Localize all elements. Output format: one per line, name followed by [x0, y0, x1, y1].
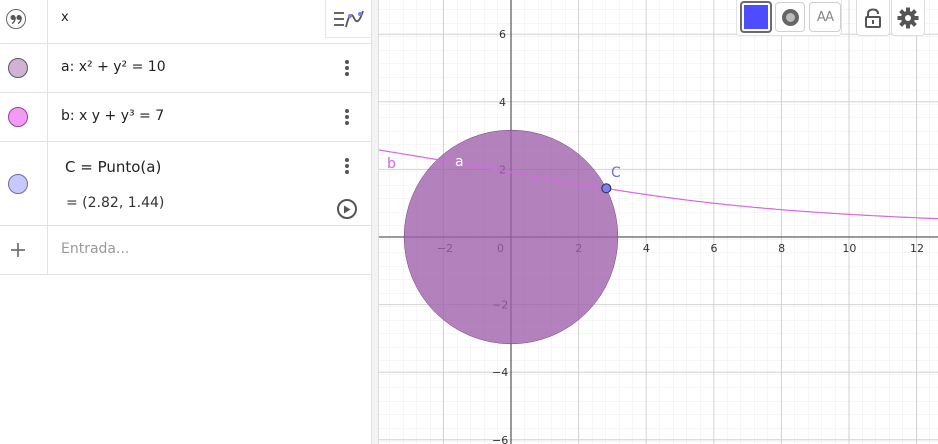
graphics-canvas[interactable]: −2024681012642−2−4−6 a b C: [379, 0, 938, 444]
color-button[interactable]: [740, 1, 772, 33]
point-c[interactable]: [601, 183, 612, 194]
graph-view-icon: [333, 10, 364, 27]
x-tick-label: 6: [711, 242, 718, 255]
algebra-input-row[interactable]: Entrada...: [0, 226, 371, 275]
visibility-marble-c[interactable]: [8, 174, 28, 194]
curve-b[interactable]: [379, 144, 938, 220]
more-menu-c-icon[interactable]: [340, 156, 354, 176]
text-style-button[interactable]: AA: [809, 2, 841, 32]
expression-c-value: = (2.82, 1.44): [66, 195, 165, 211]
expression-c[interactable]: C = Punto(a): [65, 158, 162, 176]
graphics-view[interactable]: −2024681012642−2−4−6 a b C AA: [379, 0, 938, 444]
marble-column: [0, 44, 48, 92]
lock-icon: [865, 7, 881, 28]
x-tick-label: 12: [910, 242, 924, 255]
label-curve-b: b: [387, 156, 396, 172]
more-menu-b-icon[interactable]: [340, 107, 354, 127]
y-tick-label: 6: [499, 28, 506, 41]
more-menu-a-icon[interactable]: [340, 58, 354, 78]
point-style-button[interactable]: [775, 2, 805, 32]
x-tick-label: 8: [778, 242, 785, 255]
quote-icon[interactable]: [6, 9, 26, 29]
view-splitter[interactable]: [371, 0, 379, 444]
color-swatch-icon: [744, 5, 768, 29]
gear-icon: [897, 7, 919, 28]
algebra-input-text[interactable]: x: [61, 10, 69, 25]
marble-column: [0, 142, 48, 225]
marble-column: [0, 226, 48, 274]
circle-a[interactable]: [403, 129, 619, 345]
visibility-marble-a[interactable]: [8, 58, 28, 78]
graph-view-toggle[interactable]: [325, 0, 371, 38]
lock-button[interactable]: [856, 0, 890, 36]
marble-column: [0, 0, 48, 43]
marble-column: [0, 93, 48, 141]
expression-b[interactable]: b: x y + y³ = 7: [61, 108, 165, 124]
algebra-row-a[interactable]: a: x² + y² = 10: [0, 44, 371, 93]
expression-a[interactable]: a: x² + y² = 10: [61, 59, 166, 75]
y-tick-label: −6: [492, 434, 508, 444]
y-tick-label: −4: [492, 366, 508, 379]
point-style-icon: [781, 8, 799, 26]
label-circle-a: a: [455, 154, 464, 170]
play-icon[interactable]: [337, 199, 357, 219]
algebra-row-c[interactable]: C = Punto(a) = (2.82, 1.44): [0, 142, 371, 226]
x-tick-label: 10: [842, 242, 856, 255]
x-tick-label: 4: [643, 242, 650, 255]
algebra-row-b[interactable]: b: x y + y³ = 7: [0, 93, 371, 142]
font-size-icon: AA: [816, 9, 834, 25]
plus-icon[interactable]: [9, 241, 27, 259]
input-placeholder[interactable]: Entrada...: [61, 241, 130, 257]
label-point-c: C: [611, 165, 621, 181]
algebra-view: x a: x² + y² = 10 b: x y + y³ = 7: [0, 0, 371, 444]
visibility-marble-b[interactable]: [8, 107, 28, 127]
y-tick-label: 4: [499, 96, 506, 109]
algebra-header-row[interactable]: x: [0, 0, 371, 44]
settings-button[interactable]: [891, 0, 925, 36]
